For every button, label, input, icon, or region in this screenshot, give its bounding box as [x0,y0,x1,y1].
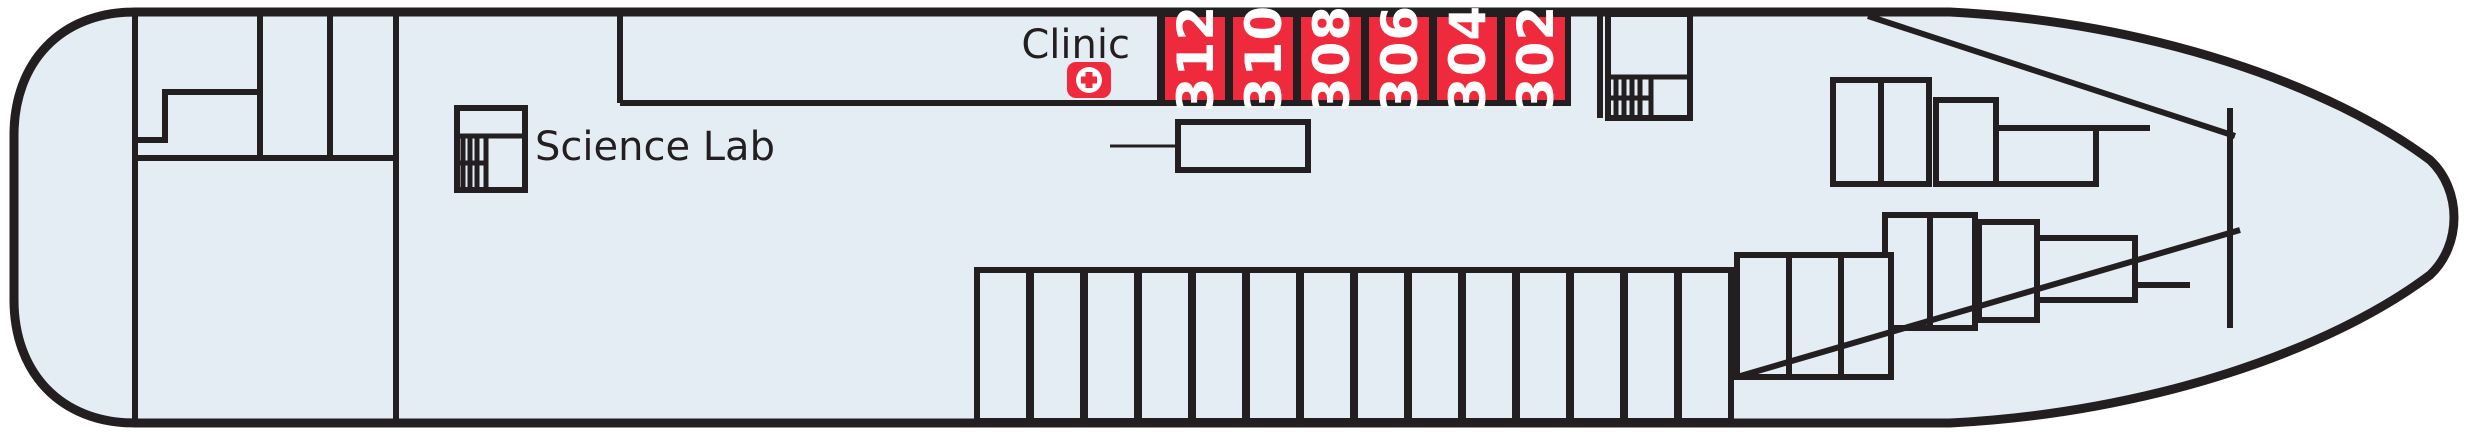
starboard-step-cabins [1734,252,1894,380]
mid-stair-block [1597,11,1693,121]
bottom-cabin-cell [1676,267,1734,424]
clinic-label: Clinic [1021,22,1130,68]
aft-stair-block [454,105,528,193]
cabin-number-306: 306 [1371,5,1429,112]
bottom-cabin-cell [1298,267,1356,424]
science-lab-room[interactable] [1175,119,1311,173]
bow-partitions [1736,13,2241,380]
bottom-cabin-cell [1568,267,1626,424]
bottom-cabin-cell [1190,267,1248,424]
cabin-308[interactable] [1295,11,1367,106]
forward-upper-cabins [1830,77,2150,187]
medical-cross-icon [1067,62,1111,98]
cabin-number-310: 310 [1235,5,1293,112]
bottom-cabin-cell [1622,267,1680,424]
cabin-number-304: 304 [1439,5,1497,112]
cabin-302[interactable] [1499,11,1571,106]
aft-compartments [132,14,399,421]
science-lab-callout[interactable]: Science Lab [535,119,1311,173]
bottom-cabin-cell [1406,267,1464,424]
science-lab-label: Science Lab [535,124,775,170]
bottom-cabin-cell [1082,267,1140,424]
forward-lower-cabins [1882,212,2190,331]
cabin-number-302: 302 [1507,5,1565,112]
cabin-312[interactable] [1159,11,1231,106]
cabin-number-308: 308 [1303,5,1361,112]
bottom-cabin-cell [1460,267,1518,424]
bottom-cabin-cell [1514,267,1572,424]
cabin-304[interactable] [1431,11,1503,106]
bottom-cabin-cell [1244,267,1302,424]
cabin-number-312: 312 [1167,5,1225,112]
bottom-cabin-cell [1352,267,1410,424]
bottom-cabin-strip [974,267,1734,424]
bottom-cabin-cell [974,267,1032,424]
bottom-cabin-cell [1136,267,1194,424]
bottom-cabin-cell [1028,267,1086,424]
